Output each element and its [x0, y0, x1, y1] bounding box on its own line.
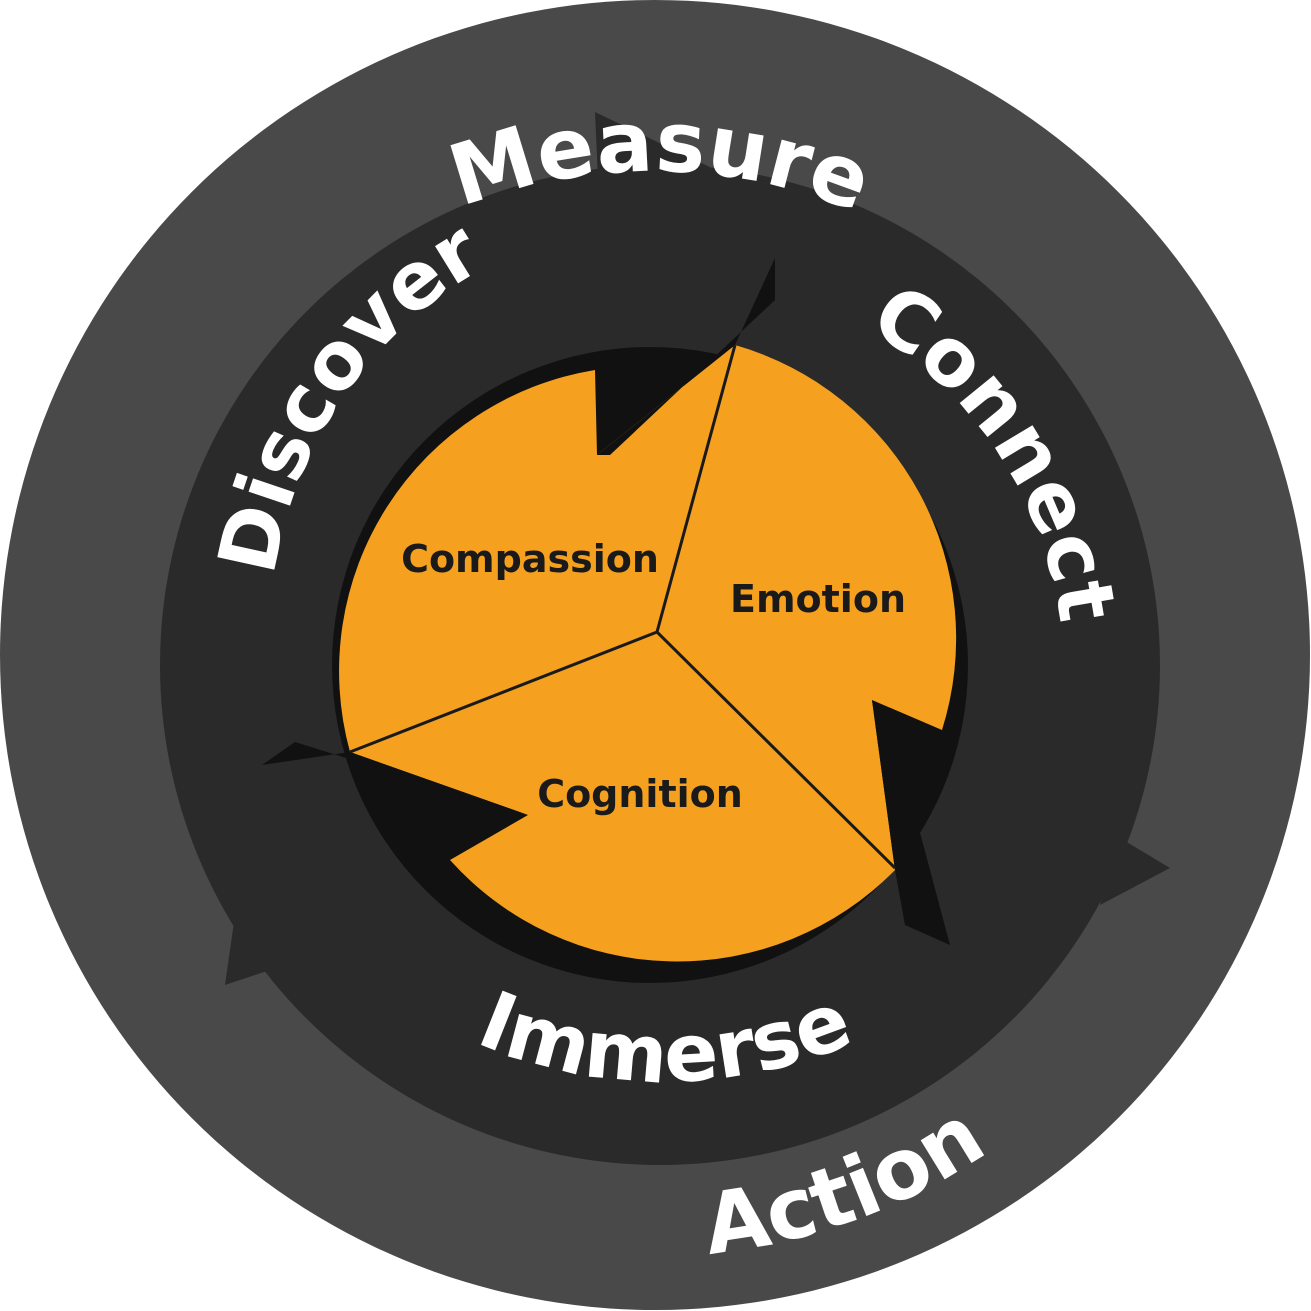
notch-right — [872, 700, 950, 945]
label-cognition: Cognition — [537, 772, 743, 816]
label-compassion: Compassion — [401, 537, 659, 581]
label-emotion: Emotion — [730, 577, 906, 621]
divider-emotion-cognition — [655, 630, 897, 870]
arrow-head-top — [595, 112, 720, 225]
notch-left — [262, 742, 528, 815]
core-disc — [339, 345, 957, 962]
arrow-head-left — [225, 880, 330, 985]
arrow-head-right — [1100, 835, 1170, 905]
divider-cognition-compassion — [349, 630, 658, 754]
divider-compassion-emotion — [655, 344, 737, 633]
